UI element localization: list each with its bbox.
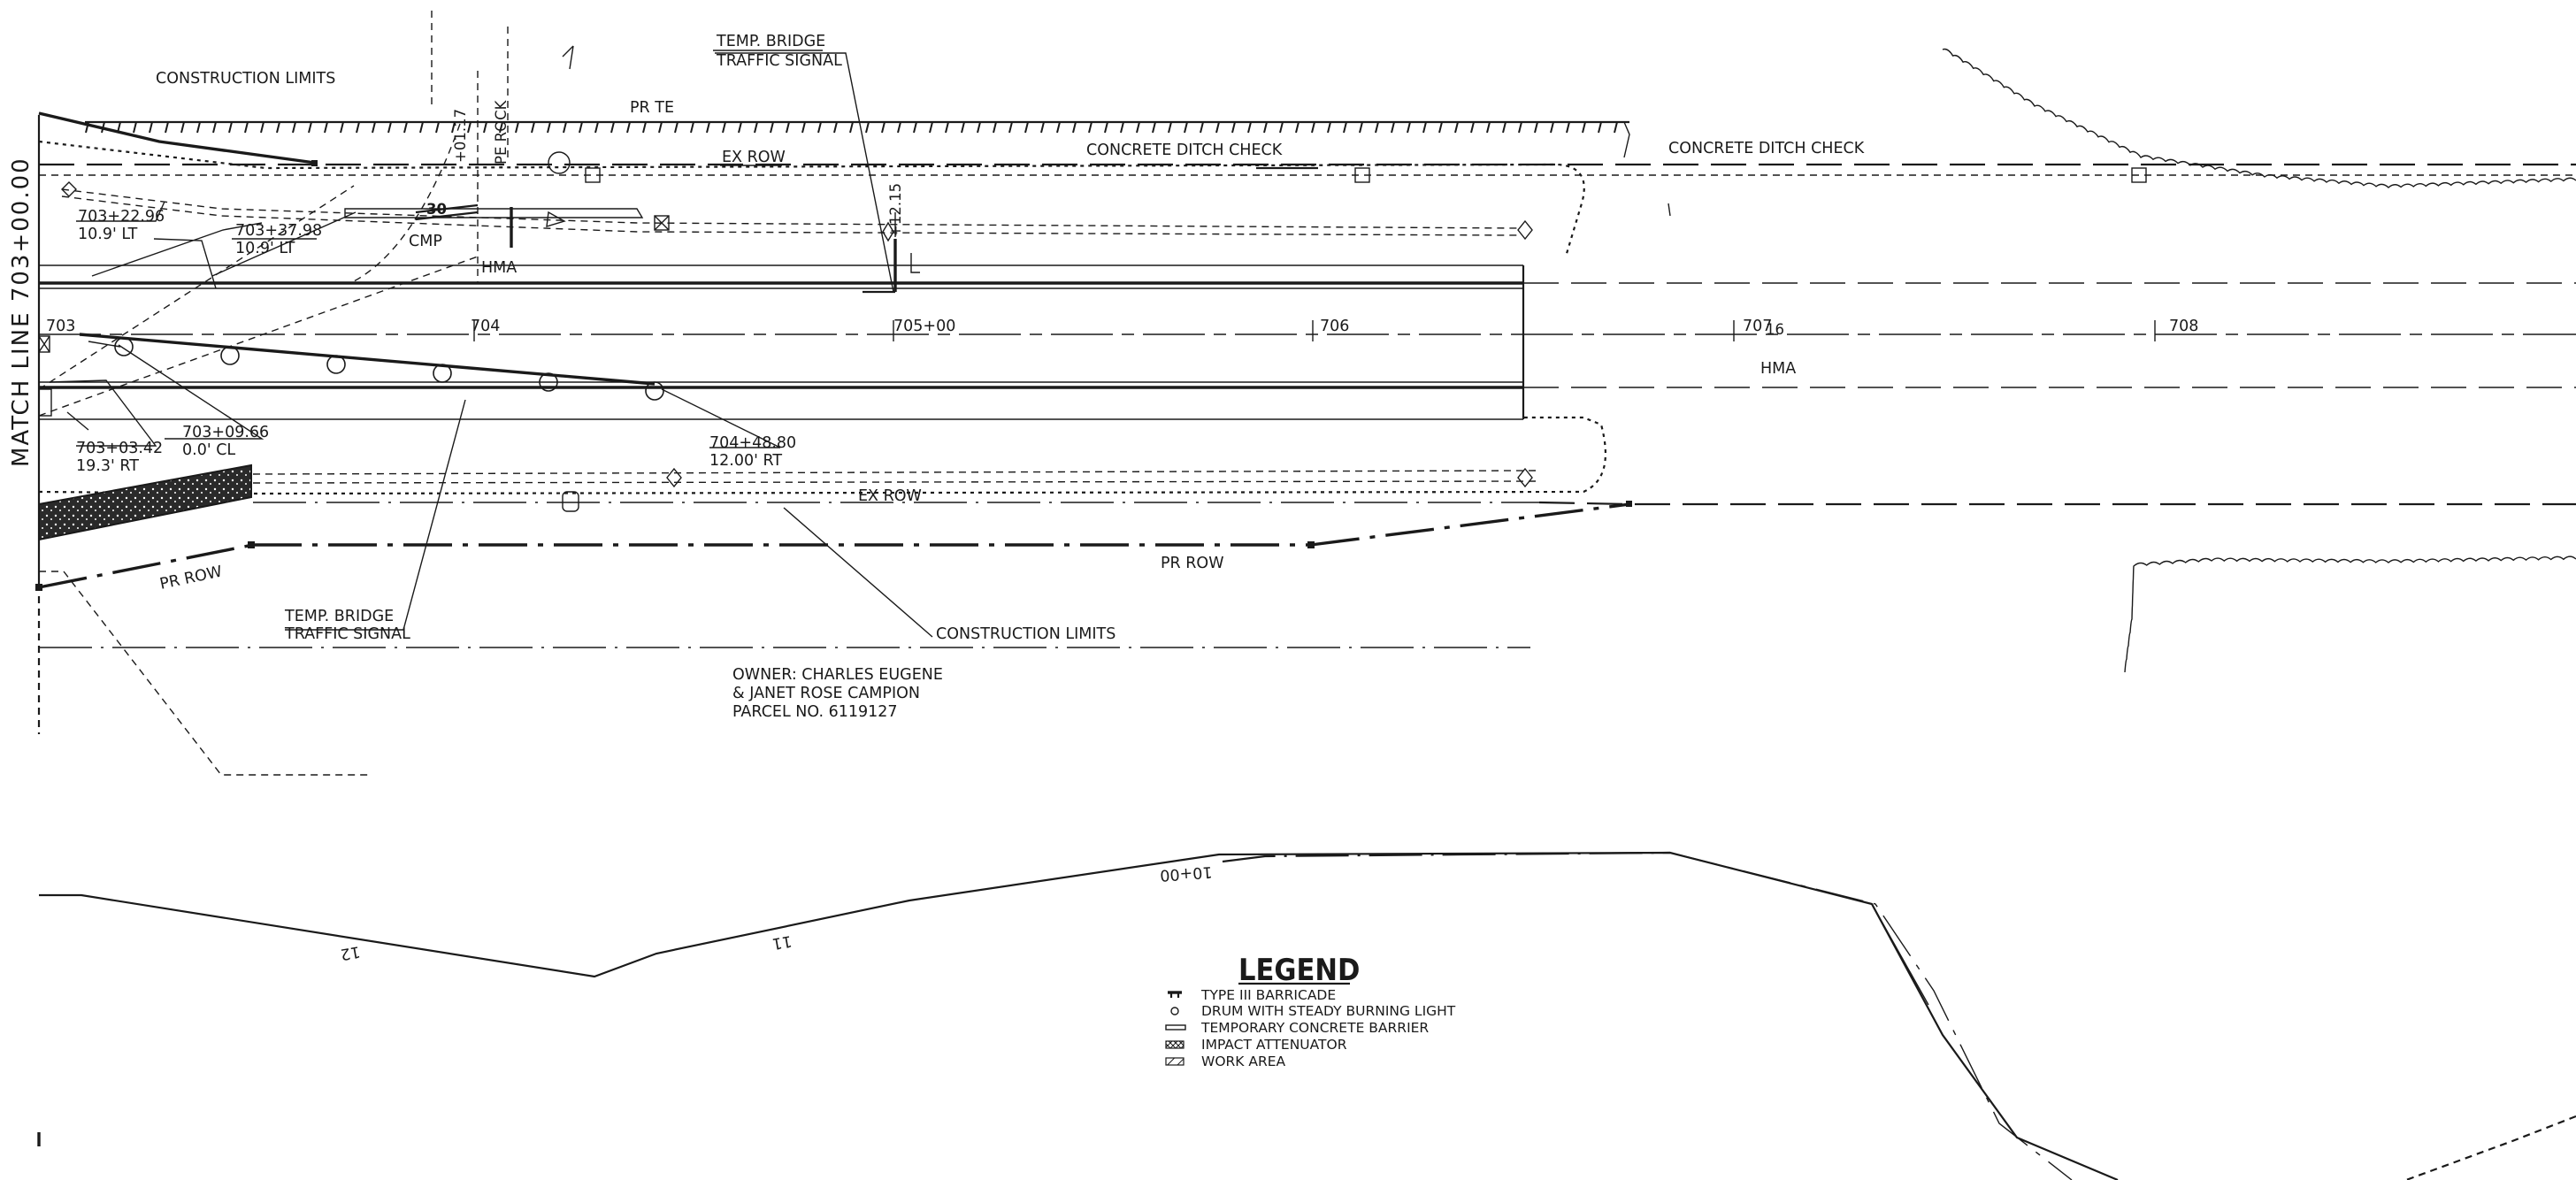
hma-label: HMA <box>481 259 517 277</box>
pe-rock-label: PE ROCK <box>493 99 510 165</box>
legend-work-area-icon <box>1165 1057 1184 1066</box>
traffic-signal-label: TRAFFIC SIGNAL <box>716 52 842 70</box>
profile-view <box>39 851 2576 1180</box>
drum-icon <box>433 364 452 383</box>
legend-concrete-barrier-icon <box>1165 1024 1186 1031</box>
callout-5-offset: 12.00' RT <box>709 452 782 470</box>
station-708: 708 <box>2169 318 2198 335</box>
north-arrow-icon <box>562 45 574 70</box>
owner-line-1: OWNER: CHARLES EUGENE <box>732 666 943 684</box>
construction-limits-label-2: CONSTRUCTION LIMITS <box>936 625 1116 643</box>
station-plus-0117: +01.17 <box>452 109 469 163</box>
pr-row-label: PR ROW <box>1161 555 1224 572</box>
legend-barricade-icon <box>1168 991 1182 998</box>
callout-3-station: 703+09.66 <box>182 424 269 441</box>
profile-label-11: 11 <box>770 931 793 953</box>
drum-icon <box>114 337 134 356</box>
station-705: 705+00 <box>893 318 955 335</box>
drum-icon <box>220 346 240 365</box>
callout-2-offset: 10.9' LT <box>235 240 295 257</box>
legend-item-1: TYPE III BARRICADE <box>1200 987 1336 1003</box>
temp-bridge-label-2: TEMP. BRIDGE <box>284 608 394 625</box>
traffic-signal-label-2: TRAFFIC SIGNAL <box>284 625 410 643</box>
pr-te-label: PR TE <box>630 99 674 117</box>
legend-item-3: TEMPORARY CONCRETE BARRIER <box>1200 1020 1429 1036</box>
ex-row-label-bottom: EX ROW <box>858 487 922 505</box>
ex-row-label: EX ROW <box>722 149 786 166</box>
roadway <box>38 185 2576 420</box>
callout-4-offset: 19.3' RT <box>76 457 139 475</box>
station-707: 707 <box>1743 318 1772 335</box>
owner-line-2: & JANET ROSE CAMPION <box>732 685 920 702</box>
temp-bridge-label: TEMP. BRIDGE <box>716 33 825 50</box>
drum-icon <box>539 372 558 392</box>
leader-lines <box>49 52 933 638</box>
pipe-size-label: 30 <box>426 201 447 218</box>
pr-row-label-2: PR ROW <box>158 563 224 593</box>
bottom-construction-zone <box>35 416 2576 776</box>
legend-item-5: WORK AREA <box>1201 1054 1286 1069</box>
match-line-label: MATCH LINE 703+00.00 <box>8 157 34 467</box>
station-16: 16 <box>1766 321 1784 338</box>
callout-3-offset: 0.0' CL <box>182 441 235 459</box>
callout-4-station: 703+03.42 <box>76 440 163 457</box>
concrete-ditch-check-label-2: CONCRETE DITCH CHECK <box>1668 140 1865 157</box>
legend-title: LEGEND <box>1238 953 1360 988</box>
hma-label-2: HMA <box>1760 360 1796 378</box>
profile-label-1000: 10+00 <box>1160 862 1213 884</box>
station-plus-1215: +12.15 <box>887 183 904 237</box>
profile-label-12: 12 <box>339 942 361 963</box>
legend-drum-icon <box>1170 1007 1179 1015</box>
legend-impact-attenuator-icon <box>1165 1040 1184 1049</box>
concrete-ditch-check-label: CONCRETE DITCH CHECK <box>1086 142 1283 159</box>
legend-item-2: DRUM WITH STEADY BURNING LIGHT <box>1201 1003 1456 1019</box>
legend-item-4: IMPACT ATTENUATOR <box>1201 1037 1347 1053</box>
station-703: 703 <box>46 318 75 335</box>
callout-1-offset: 10.9' LT <box>78 226 138 243</box>
drum-icon <box>326 355 346 374</box>
callout-5-station: 704+48.80 <box>709 434 796 452</box>
labels: CONSTRUCTION LIMITS PR TE EX ROW CONCRET… <box>46 33 2198 963</box>
drum-icon <box>645 381 664 401</box>
station-706: 706 <box>1320 318 1349 335</box>
cmp-label: CMP <box>409 233 442 250</box>
construction-limits-label: CONSTRUCTION LIMITS <box>156 70 335 88</box>
station-704: 704 <box>471 318 500 335</box>
top-construction-zone <box>38 11 2576 294</box>
parcel-number: PARCEL NO. 6119127 <box>732 703 898 721</box>
match-line: MATCH LINE 703+00.00 <box>8 115 41 1146</box>
legend: LEGEND TYPE III BARRICADE DRUM WITH STEA… <box>1165 953 1456 1069</box>
callout-2-station: 703+37.98 <box>235 222 322 240</box>
callout-1-station: 703+22.96 <box>78 208 165 226</box>
